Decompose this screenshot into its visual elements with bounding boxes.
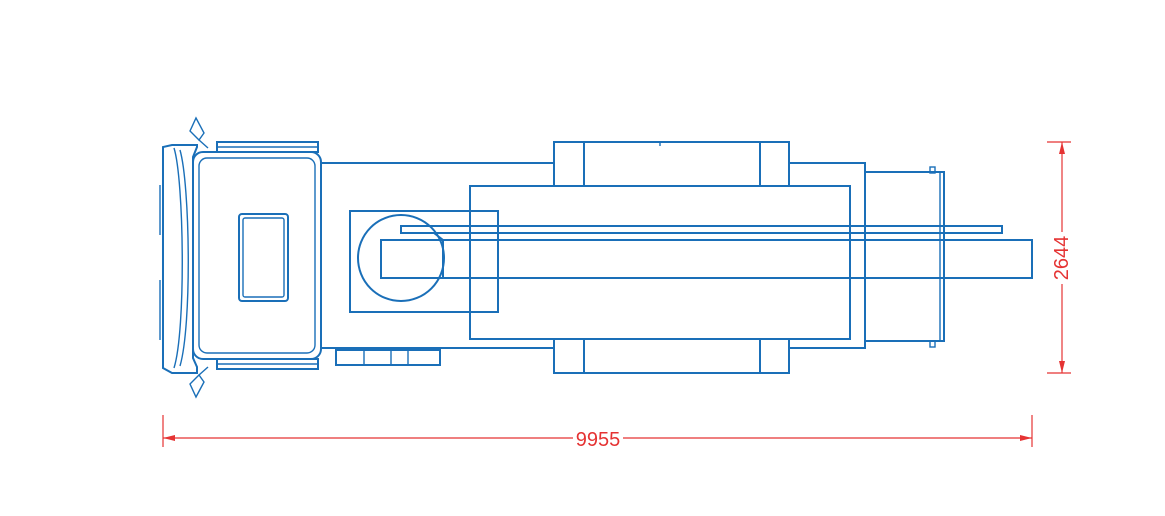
length-dimension: 9955 (162, 415, 1033, 451)
width-dimension-label: 2644 (1051, 236, 1073, 281)
chassis (321, 162, 866, 366)
boom (380, 225, 1033, 279)
width-dimension: 2644 (1047, 141, 1073, 374)
cab (159, 116, 322, 399)
rear-frame (864, 166, 945, 348)
turntable (349, 185, 851, 340)
length-dimension-label: 9955 (576, 429, 621, 451)
roof-hatch (238, 213, 289, 302)
vehicle-outline (159, 116, 1033, 399)
